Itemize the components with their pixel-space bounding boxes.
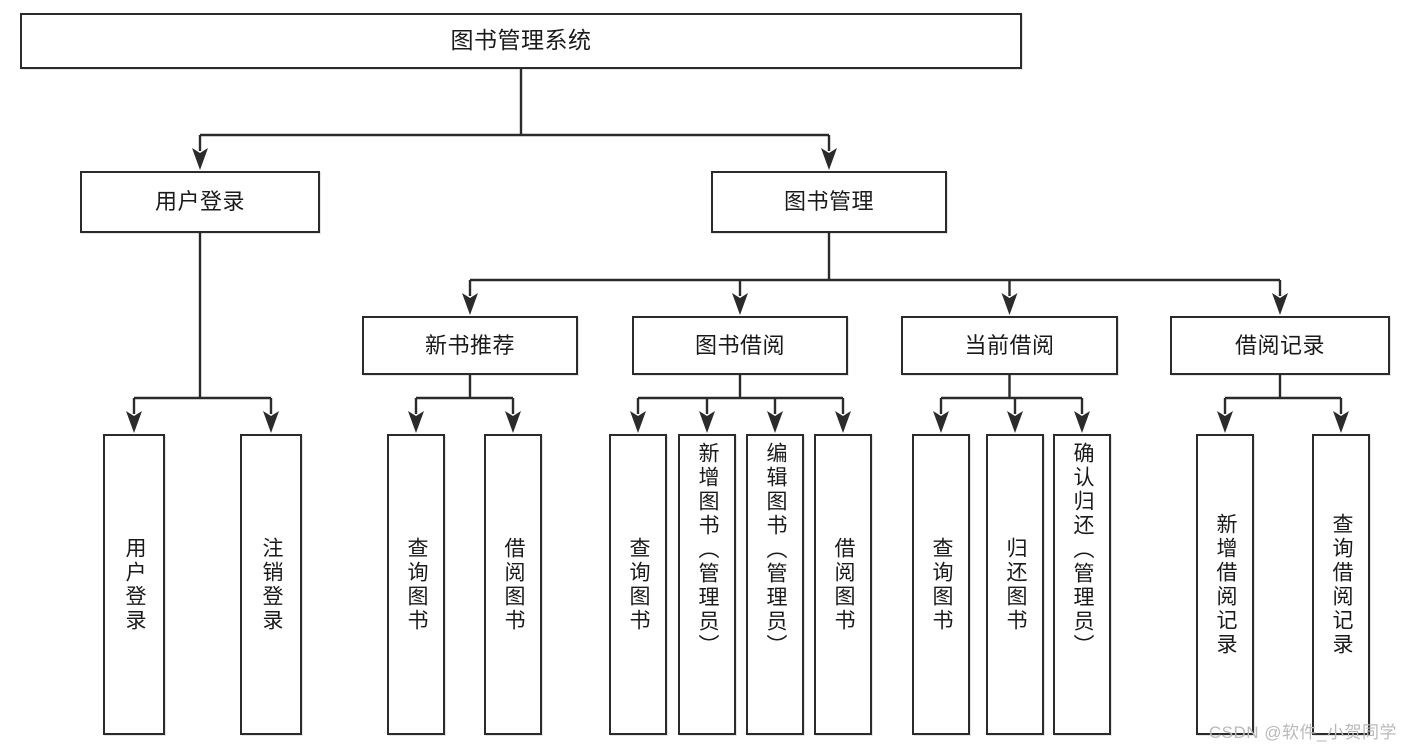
node-leaf-query-book-2[interactable]: 查询图书	[609, 434, 667, 735]
node-leaf-query-record[interactable]: 查询借阅记录	[1312, 434, 1370, 735]
node-current-borrow[interactable]: 当前借阅	[901, 316, 1118, 375]
node-leaf-borrow-book-2[interactable]: 借阅图书	[814, 434, 872, 735]
node-leaf-borrow-book-1[interactable]: 借阅图书	[484, 434, 542, 735]
node-book-manage-label: 图书管理	[783, 189, 874, 215]
node-leaf-confirm-return[interactable]: 确认归还（管理员）	[1053, 434, 1111, 735]
node-leaf-query-book-2-label: 查询图书	[627, 536, 651, 633]
node-root[interactable]: 图书管理系统	[20, 13, 1022, 69]
node-leaf-add-book[interactable]: 新增图书（管理员）	[678, 434, 736, 735]
node-leaf-edit-book[interactable]: 编辑图书（管理员）	[746, 434, 804, 735]
node-book-manage[interactable]: 图书管理	[711, 171, 947, 233]
node-book-borrow-label: 图书借阅	[694, 332, 785, 358]
node-leaf-add-book-label: 新增图书（管理员）	[696, 442, 720, 658]
node-leaf-user-login-label: 用户登录	[123, 536, 147, 633]
node-leaf-return-book-label: 归还图书	[1004, 536, 1028, 633]
node-borrow-record[interactable]: 借阅记录	[1170, 316, 1390, 375]
node-leaf-query-book-1-label: 查询图书	[405, 536, 429, 633]
node-leaf-logout[interactable]: 注销登录	[240, 434, 302, 735]
node-leaf-edit-book-label: 编辑图书（管理员）	[764, 442, 788, 658]
node-leaf-logout-label: 注销登录	[260, 536, 284, 633]
node-leaf-query-book-1[interactable]: 查询图书	[387, 434, 445, 735]
node-current-borrow-label: 当前借阅	[964, 332, 1055, 358]
node-new-book-rec-label: 新书推荐	[424, 332, 515, 358]
node-leaf-add-record-label: 新增借阅记录	[1214, 512, 1238, 657]
node-leaf-confirm-return-label: 确认归还（管理员）	[1071, 442, 1095, 658]
node-new-book-rec[interactable]: 新书推荐	[362, 316, 578, 375]
node-user-login[interactable]: 用户登录	[80, 171, 320, 233]
node-leaf-borrow-book-2-label: 借阅图书	[832, 536, 856, 633]
node-user-login-label: 用户登录	[154, 189, 245, 215]
node-leaf-query-book-3[interactable]: 查询图书	[912, 434, 970, 735]
node-leaf-query-record-label: 查询借阅记录	[1330, 512, 1354, 657]
node-borrow-record-label: 借阅记录	[1234, 332, 1325, 358]
node-root-label: 图书管理系统	[450, 27, 592, 54]
node-leaf-user-login[interactable]: 用户登录	[103, 434, 165, 735]
node-leaf-add-record[interactable]: 新增借阅记录	[1196, 434, 1254, 735]
node-leaf-return-book[interactable]: 归还图书	[986, 434, 1044, 735]
node-leaf-query-book-3-label: 查询图书	[930, 536, 954, 633]
node-leaf-borrow-book-1-label: 借阅图书	[502, 536, 526, 633]
node-book-borrow[interactable]: 图书借阅	[632, 316, 848, 375]
watermark: CSDN @软件_小贺同学	[1208, 723, 1397, 742]
